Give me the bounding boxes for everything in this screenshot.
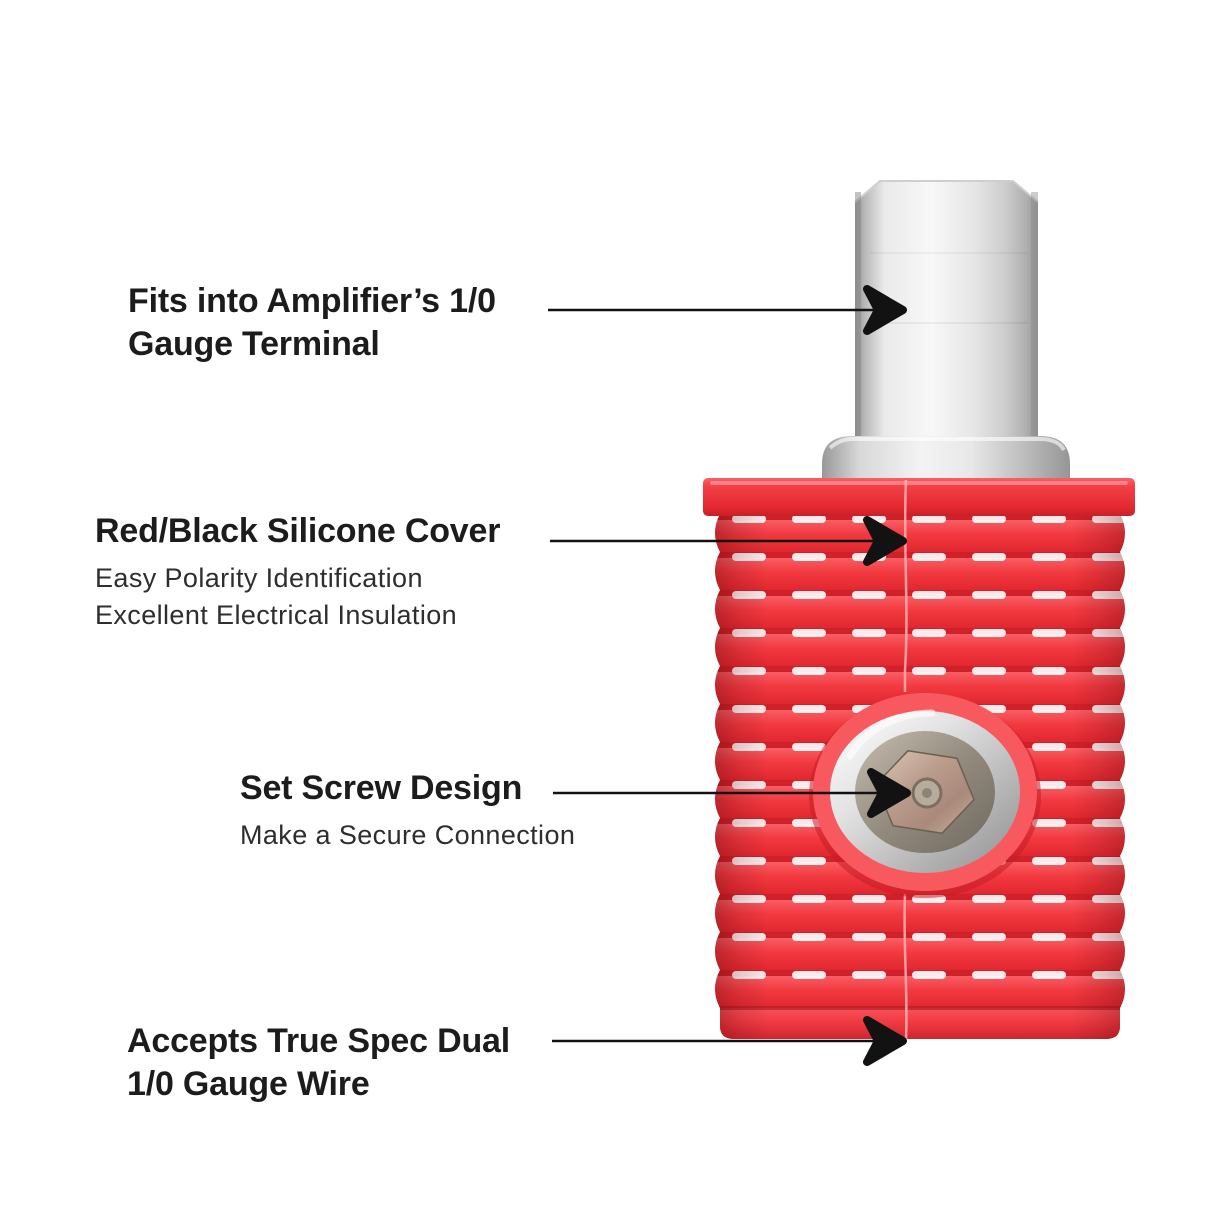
heading-line: Accepts True Spec Dual: [127, 1022, 510, 1060]
callout-subtext: Easy Polarity Identification Excellent E…: [95, 560, 500, 634]
product-illustration: [703, 180, 1135, 1040]
subtext-line: Make a Secure Connection: [240, 820, 576, 850]
callout-set-screw: Set Screw Design Make a Secure Connectio…: [240, 767, 575, 854]
cover-top-flange: [703, 478, 1135, 516]
subtext-line: Easy Polarity Identification: [95, 563, 423, 593]
callout-silicone-cover: Red/Black Silicone Cover Easy Polarity I…: [95, 510, 500, 634]
callout-gauge-wire: Accepts True Spec Dual 1/0 Gauge Wire: [127, 1020, 510, 1106]
amplifier-pin-blade: [854, 180, 1039, 436]
heading-line: Gauge Terminal: [128, 325, 380, 363]
callout-subtext: Make a Secure Connection: [240, 817, 575, 854]
cover-seam: [903, 479, 908, 692]
callout-heading: Set Screw Design: [240, 767, 575, 810]
heading-line: Red/Black Silicone Cover: [95, 512, 501, 550]
callout-heading: Fits into Amplifier’s 1/0 Gauge Terminal: [128, 280, 496, 366]
callout-heading: Red/Black Silicone Cover: [95, 510, 500, 553]
subtext-line: Excellent Electrical Insulation: [95, 600, 458, 630]
callout-amp-terminal: Fits into Amplifier’s 1/0 Gauge Terminal: [128, 280, 496, 366]
callout-heading: Accepts True Spec Dual 1/0 Gauge Wire: [127, 1020, 510, 1106]
heading-line: Fits into Amplifier’s 1/0: [128, 282, 496, 320]
heading-line: Set Screw Design: [240, 769, 523, 807]
heading-line: 1/0 Gauge Wire: [127, 1065, 370, 1103]
set-screw: [809, 693, 1041, 898]
